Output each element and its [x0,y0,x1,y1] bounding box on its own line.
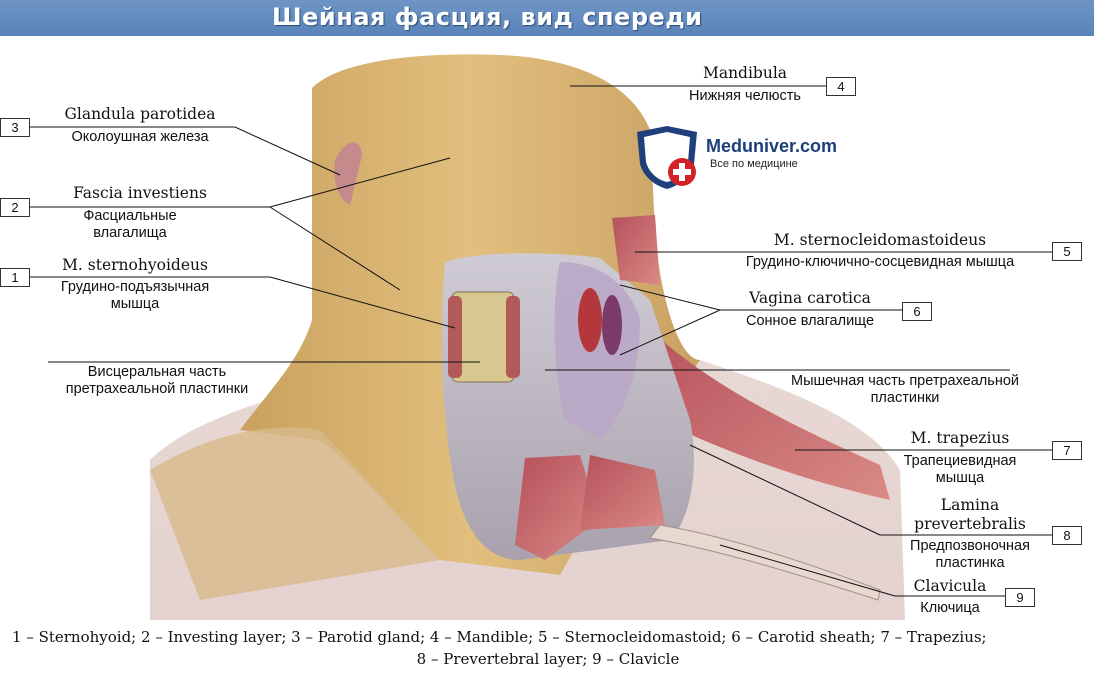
shield-icon [637,126,697,189]
label-scm-latin: M. sternocleidomastoideus [773,231,987,249]
logo-tagline: Все по медицине [710,158,798,170]
label-clavicle-russian: Ключица [920,600,980,616]
neck-illustration [30,54,1052,620]
label-trapezius-russian: Трапециевидная мышца [903,453,1017,487]
label-trapezius-latin: M. trapezius [910,429,1010,447]
clavicle [649,524,881,601]
label-number-3: 3 [0,118,30,137]
logo-brand: Meduniver.com [706,136,838,156]
label-number-6: 6 [902,302,932,321]
sternocleidomastoid-muscle [612,215,660,285]
label-number-8: 8 [1052,526,1082,545]
label-number-9: 9 [1005,588,1035,607]
label-sternohyoid-russian: Грудино-подъязычная мышца [60,279,210,313]
label-carotid-russian: Сонное влагалище [745,313,875,329]
label-number-4: 4 [826,77,856,96]
label-prevertebral-russian: Предпозвоночная пластинка [910,538,1030,572]
label-number-7: 7 [1052,441,1082,460]
trapezius-muscle [640,320,890,500]
label-sternohyoid-latin: M. sternohyoideus [62,256,208,274]
title-bar: Шейная фасция, вид спереди [0,0,1094,36]
label-muscular-part: Мышечная часть претрахеальной пластинки [791,373,1019,407]
parotid-gland [334,142,362,205]
label-scm-russian: Грудино-ключично-сосцевидная мышца [745,254,1015,270]
figure-caption: 1 – Sternohyoid; 2 – Investing layer; 3 … [8,626,1088,670]
meduniver-logo[interactable]: Meduniver.com Все по медицине [632,124,837,194]
label-parotid-latin: Glandula parotidea [64,105,216,123]
page-title: Шейная фасция, вид спереди [272,3,703,31]
label-visceral-part: Висцеральная часть претрахеальной пласти… [65,364,249,398]
label-number-5: 5 [1052,242,1082,261]
label-mandible-latin: Mandibula [702,64,788,82]
caption-line-2: 8 – Prevertebral layer; 9 – Clavicle [416,650,680,668]
label-carotid-latin: Vagina carotica [749,289,871,307]
label-clavicle-latin: Clavicula [913,577,987,595]
label-number-2: 2 [0,198,30,217]
label-parotid-russian: Околоушная железа [71,129,209,145]
label-fascia-latin: Fascia investiens [73,184,207,202]
label-prevertebral-latin: Lamina prevertebralis [914,496,1026,533]
label-number-1: 1 [0,268,30,287]
caption-line-1: 1 – Sternohyoid; 2 – Investing layer; 3 … [12,628,987,646]
label-fascia-russian: Фасциальные влагалища [83,208,177,242]
label-mandible-russian: Нижняя челюсть [689,88,801,104]
